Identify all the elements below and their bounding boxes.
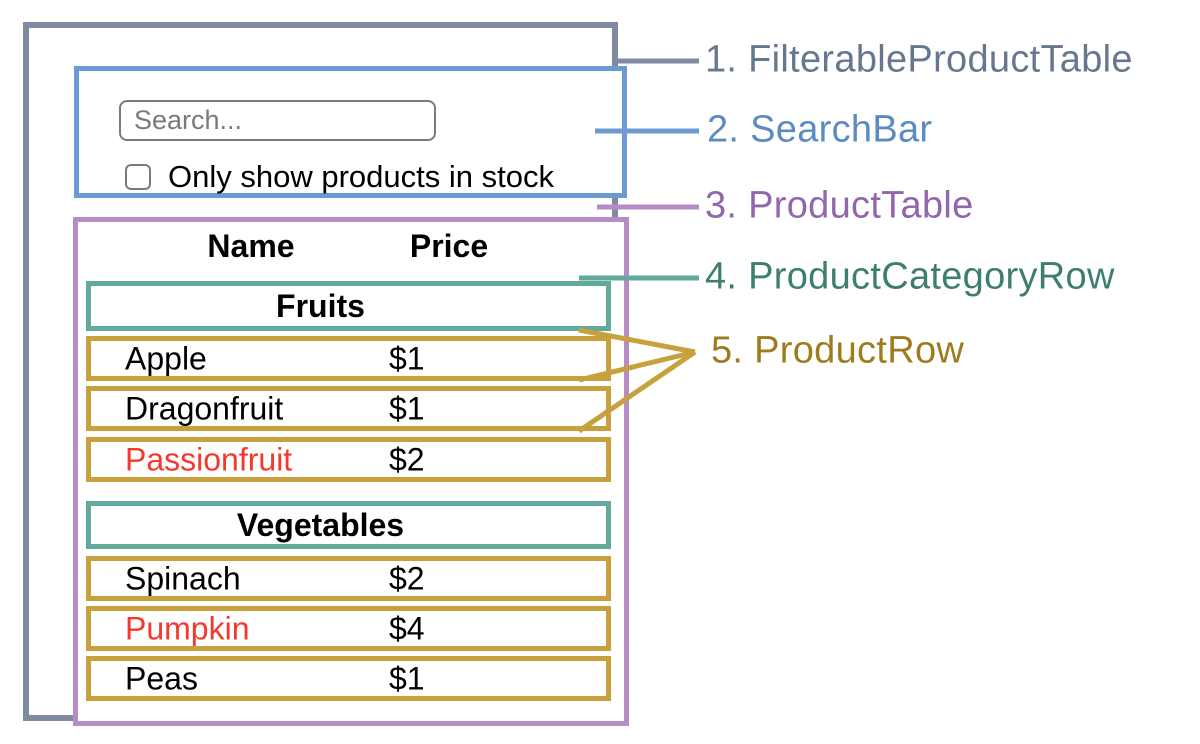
column-header-price: Price — [409, 228, 489, 264]
legend-label-filterable-product-table: 1. FilterableProductTable — [705, 38, 1133, 81]
in-stock-checkbox-label: Only show products in stock — [168, 159, 554, 194]
filterable-product-table-box: Only show products in stock Name Price F… — [23, 22, 629, 726]
product-price: $1 — [389, 390, 425, 426]
product-row-apple: Apple $1 — [86, 336, 611, 381]
in-stock-checkbox-row: Only show products in stock — [125, 159, 554, 195]
product-name: Apple — [125, 340, 207, 376]
product-price: $4 — [389, 610, 425, 646]
product-category-row-vegetables: Vegetables — [86, 501, 611, 549]
legend-label-product-category-row: 4. ProductCategoryRow — [705, 255, 1115, 298]
search-bar-box: Only show products in stock — [74, 66, 627, 198]
legend-label-search-bar: 2. SearchBar — [707, 108, 933, 151]
legend-label-product-row: 5. ProductRow — [711, 329, 965, 372]
search-input[interactable] — [119, 100, 436, 141]
product-price: $2 — [389, 441, 425, 477]
product-name: Peas — [125, 660, 198, 696]
product-category-row-fruits: Fruits — [86, 281, 611, 331]
product-row-spinach: Spinach $2 — [86, 556, 611, 601]
product-name: Pumpkin — [125, 610, 250, 646]
product-price: $1 — [389, 660, 425, 696]
in-stock-checkbox[interactable] — [125, 164, 151, 190]
product-row-passionfruit: Passionfruit $2 — [86, 437, 611, 482]
product-table-box: Name Price Fruits Apple $1 Dragonfruit $… — [73, 217, 629, 726]
product-name: Spinach — [125, 560, 241, 596]
category-label: Vegetables — [236, 506, 405, 543]
product-name: Dragonfruit — [125, 390, 284, 426]
product-row-pumpkin: Pumpkin $4 — [86, 606, 611, 651]
column-header-name: Name — [207, 228, 295, 264]
legend-label-product-table: 3. ProductTable — [705, 184, 974, 227]
product-row-dragonfruit: Dragonfruit $1 — [86, 386, 611, 431]
product-price: $2 — [389, 560, 425, 596]
category-label: Fruits — [276, 287, 365, 324]
product-row-peas: Peas $1 — [86, 656, 611, 701]
product-price: $1 — [389, 340, 425, 376]
product-name: Passionfruit — [125, 441, 293, 477]
